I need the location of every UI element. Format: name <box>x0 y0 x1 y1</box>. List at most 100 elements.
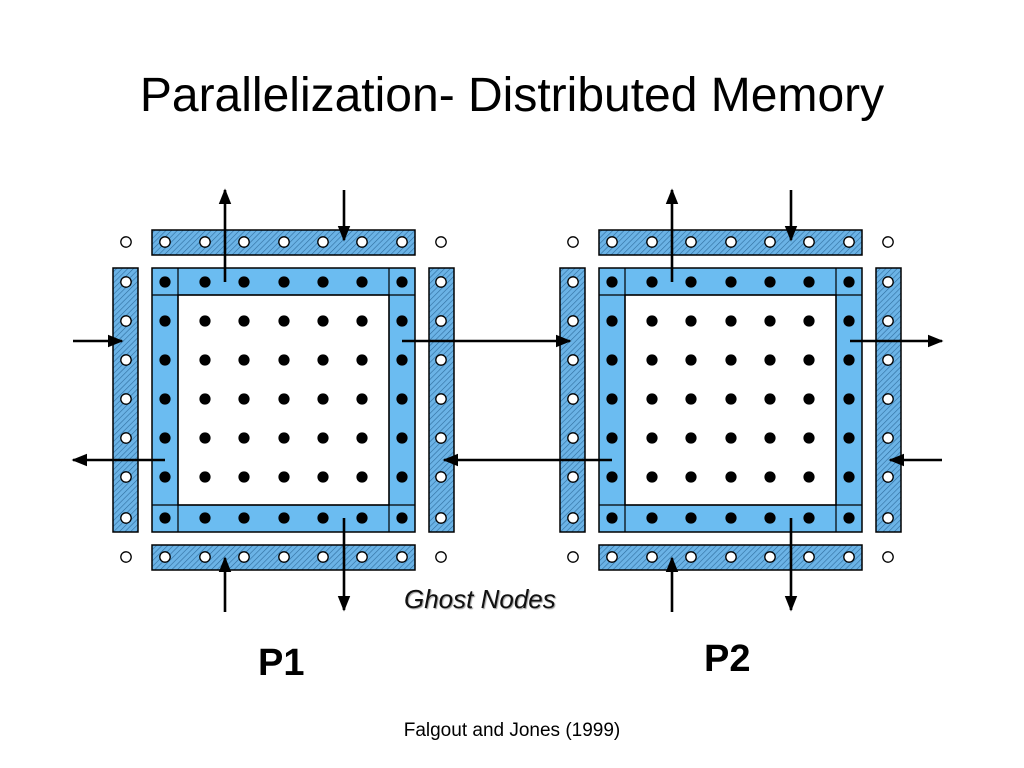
owned-node <box>764 432 776 444</box>
owned-node <box>159 393 171 405</box>
ghost-node <box>435 432 447 444</box>
owned-node <box>199 354 211 366</box>
ghost-node <box>567 393 579 405</box>
owned-node <box>685 276 697 288</box>
owned-node <box>199 432 211 444</box>
owned-node <box>685 432 697 444</box>
owned-node <box>159 432 171 444</box>
owned-node <box>803 393 815 405</box>
owned-node <box>396 512 408 524</box>
ghost-node <box>882 512 894 524</box>
ghost-node <box>646 551 658 563</box>
owned-node <box>606 354 618 366</box>
owned-node <box>725 471 737 483</box>
owned-node <box>764 354 776 366</box>
owned-node <box>646 315 658 327</box>
ghost-node <box>435 393 447 405</box>
ghost-node <box>317 551 329 563</box>
ghost-node <box>843 551 855 563</box>
owned-node <box>646 276 658 288</box>
owned-node <box>843 354 855 366</box>
ghost-node <box>120 354 132 366</box>
ghost-node <box>882 471 894 483</box>
corner-ghost-node <box>435 236 447 248</box>
ghost-node <box>882 354 894 366</box>
ghost-node <box>199 551 211 563</box>
owned-node <box>725 354 737 366</box>
owned-node <box>685 471 697 483</box>
owned-node <box>764 315 776 327</box>
owned-node <box>843 393 855 405</box>
owned-node <box>238 315 250 327</box>
owned-node <box>396 393 408 405</box>
ghost-node <box>567 512 579 524</box>
ghost-node <box>199 236 211 248</box>
owned-node <box>278 276 290 288</box>
ghost-node <box>567 276 579 288</box>
owned-node <box>646 354 658 366</box>
owned-node <box>843 512 855 524</box>
owned-node <box>646 471 658 483</box>
slide-title: Parallelization- Distributed Memory <box>139 69 885 122</box>
processor-label-p1: P1 <box>258 642 305 684</box>
owned-node <box>317 354 329 366</box>
owned-node <box>764 276 776 288</box>
owned-node <box>238 354 250 366</box>
citation: Falgout and Jones (1999) <box>403 720 621 741</box>
ghost-node <box>120 512 132 524</box>
owned-node <box>725 276 737 288</box>
owned-node <box>356 276 368 288</box>
owned-node <box>356 432 368 444</box>
owned-node <box>159 276 171 288</box>
owned-node <box>803 512 815 524</box>
ghost-node <box>120 432 132 444</box>
owned-node <box>764 471 776 483</box>
processor-block-1 <box>112 229 455 571</box>
owned-node <box>396 354 408 366</box>
owned-node <box>317 276 329 288</box>
owned-node <box>803 276 815 288</box>
owned-node <box>803 354 815 366</box>
ghost-node <box>882 393 894 405</box>
owned-node <box>606 471 618 483</box>
owned-node <box>685 354 697 366</box>
ghost-node <box>803 551 815 563</box>
ghost-node <box>120 276 132 288</box>
ghost-node <box>435 276 447 288</box>
owned-node <box>725 315 737 327</box>
ghost-node <box>725 551 737 563</box>
ghost-node <box>435 512 447 524</box>
ghost-node <box>396 551 408 563</box>
owned-node <box>199 471 211 483</box>
owned-node <box>159 512 171 524</box>
owned-node <box>396 315 408 327</box>
ghost-node <box>435 315 447 327</box>
ghost-node <box>843 236 855 248</box>
ghost-node <box>356 551 368 563</box>
processor-label-p2: P2 <box>704 638 751 680</box>
owned-node <box>199 276 211 288</box>
owned-node <box>199 393 211 405</box>
owned-node <box>199 512 211 524</box>
owned-node <box>803 432 815 444</box>
ghost-node <box>356 236 368 248</box>
corner-ghost-node <box>120 236 132 248</box>
owned-node <box>725 432 737 444</box>
owned-node <box>606 432 618 444</box>
owned-node <box>317 393 329 405</box>
owned-node <box>278 315 290 327</box>
ghost-node <box>606 551 618 563</box>
owned-node <box>278 354 290 366</box>
ghost-node <box>120 471 132 483</box>
owned-node <box>764 512 776 524</box>
corner-ghost-node <box>567 236 579 248</box>
ghost-node <box>882 432 894 444</box>
owned-node <box>159 354 171 366</box>
ghost-node <box>435 471 447 483</box>
ghost-node <box>882 315 894 327</box>
ghost-node <box>567 354 579 366</box>
owned-node <box>238 432 250 444</box>
owned-node <box>238 393 250 405</box>
owned-node <box>396 276 408 288</box>
